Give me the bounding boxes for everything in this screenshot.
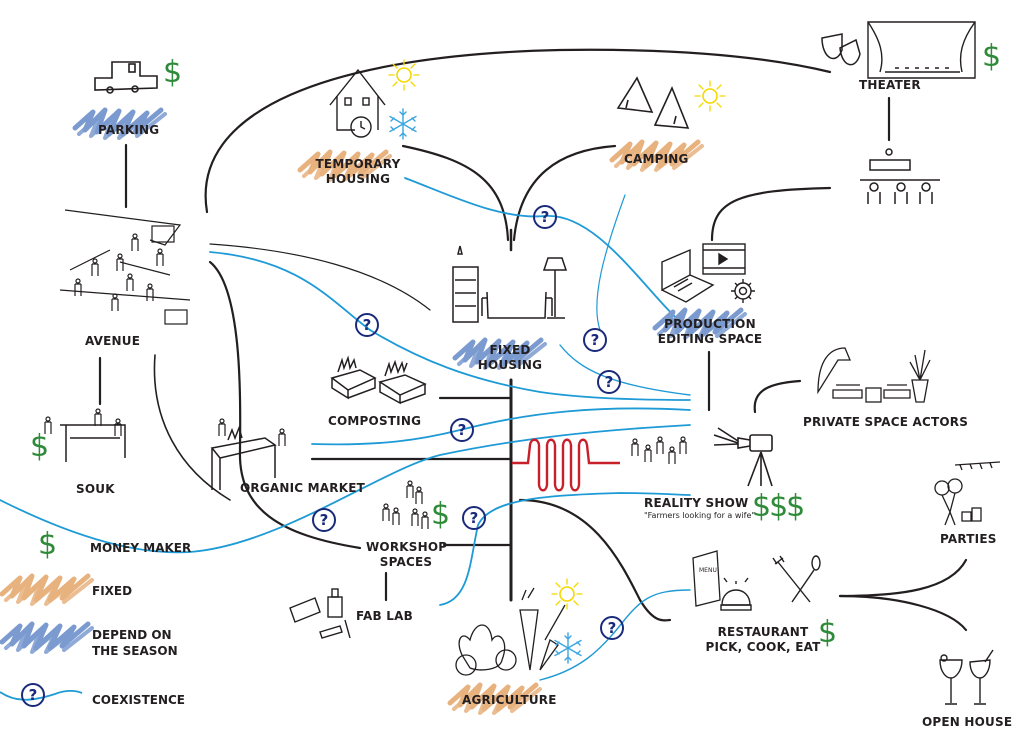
souk-icon (60, 424, 126, 462)
node-restaurant: RESTAURANT PICK, COOK, EAT (704, 625, 822, 655)
node-camping: CAMPING (624, 152, 689, 166)
node-agriculture: AGRICULTURE (462, 693, 557, 707)
legend-coexistence-marker: ? (21, 683, 45, 707)
money-icon: $ (163, 55, 183, 90)
fab-lab-tools-icon (289, 588, 351, 639)
gear-icon (731, 279, 755, 303)
node-label: HOUSING (477, 358, 543, 372)
legend-coexistence-line (0, 689, 83, 701)
audience-icon (860, 148, 940, 204)
sun-icon (694, 80, 726, 112)
film-strip-icon (702, 243, 746, 275)
node-temporary-housing: TEMPORARY HOUSING (312, 157, 404, 187)
arc-avenue-theater (204, 48, 832, 214)
node-label: PRODUCTION (664, 317, 756, 331)
node-label: SPACES (379, 555, 433, 569)
coexistence-marker: ? (583, 328, 607, 352)
legend-season-line1: DEPEND ON (92, 628, 172, 642)
node-label: RESTAURANT (717, 625, 809, 639)
node-open-house: OPEN HOUSE (922, 715, 1013, 729)
node-composting: COMPOSTING (328, 414, 422, 428)
tents-icon (616, 76, 690, 129)
coexistence-marker: ? (597, 370, 621, 394)
curve-camping-trunk (512, 144, 617, 242)
node-theater: THEATER (859, 78, 921, 92)
sun-icon (388, 59, 420, 91)
sun-icon (551, 578, 583, 610)
node-organic-market: ORGANIC MARKET (240, 481, 366, 495)
snowflake-icon (554, 632, 582, 664)
menu-text: MENU (699, 567, 717, 574)
fork-open-house (838, 594, 968, 632)
legend-season: DEPEND ON THE SEASON (92, 627, 178, 659)
legend-fixed: FIXED (92, 584, 133, 598)
money-icon: $ (431, 497, 451, 532)
coexistence-marker: ? (462, 506, 486, 530)
node-souk: SOUK (76, 482, 115, 496)
legend-fixed-scribble (2, 576, 92, 604)
curve-trunk-restaurant (518, 498, 672, 622)
node-label: EDITING SPACE (657, 332, 763, 346)
house-icon (329, 68, 386, 138)
reality-show-subtitle: "Farmers looking for a wife" (644, 511, 756, 520)
curve-actors-camera (753, 379, 802, 414)
coexistence-marker: ? (600, 616, 624, 640)
money-icon: $ (30, 429, 50, 464)
bedroom-icon (817, 347, 931, 403)
node-fixed-housing: FIXED HOUSING (472, 343, 548, 373)
coexistence-marker: ? (533, 205, 557, 229)
curve-avenue-fixed (209, 243, 431, 311)
curve-temp-housing-trunk (401, 144, 510, 242)
node-label: PICK, COOK, EAT (705, 640, 821, 654)
legend-money-icon: $ (38, 527, 58, 562)
coexistence-marker: ? (312, 508, 336, 532)
node-fab-lab: FAB LAB (356, 609, 413, 623)
cloche-icon (720, 577, 752, 611)
coexistence-marker: ? (355, 313, 379, 337)
node-reality-show: REALITY SHOW (644, 496, 749, 510)
cocktail-glasses-icon (939, 649, 994, 705)
avenue-crowd-icon (59, 209, 191, 325)
legend-season-scribble (2, 624, 92, 652)
fork-spoon-icon (772, 555, 821, 603)
compost-boxes-icon (330, 355, 427, 405)
node-label: FIXED (489, 343, 531, 357)
fork-parties (838, 558, 968, 598)
snowflake-icon (389, 108, 417, 140)
legend-coexistence: COEXISTENCE (92, 693, 185, 707)
curve-avenue-workshop (208, 260, 362, 550)
node-avenue: AVENUE (85, 334, 141, 348)
legend-money-maker: MONEY MAKER (90, 541, 192, 555)
curve-production-audience (710, 186, 832, 242)
vegetables-icon (455, 587, 566, 676)
theater-stage-icon (867, 21, 976, 79)
theater-masks-icon (821, 33, 861, 66)
node-workshop-spaces: WORKSHOP SPACES (366, 540, 448, 570)
market-stall-icon (210, 425, 277, 490)
node-label: HOUSING (325, 172, 391, 186)
reality-wave-icon (512, 438, 620, 492)
car-icon (94, 61, 158, 94)
balloons-icon (934, 461, 1001, 526)
laptop-icon (661, 248, 715, 303)
node-production-editing: PRODUCTION EDITING SPACE (655, 317, 765, 347)
coexistence-marker: ? (450, 418, 474, 442)
node-label: TEMPORARY (315, 157, 401, 171)
money-icon: $ (982, 39, 1002, 74)
node-parties: PARTIES (940, 532, 997, 546)
menu-icon (692, 550, 721, 607)
camera-tripod-icon (713, 427, 773, 487)
curve-avenue-souk (153, 354, 231, 501)
node-private-space-actors: PRIVATE SPACE ACTORS (803, 415, 969, 429)
furniture-icon (452, 245, 568, 323)
node-label: WORKSHOP (366, 540, 448, 554)
node-parking: PARKING (98, 123, 160, 137)
money-icon: $ (818, 615, 838, 650)
legend-season-line2: THE SEASON (92, 644, 178, 658)
money-icon-triple: $$$ (752, 489, 805, 524)
connection-lines (98, 48, 968, 632)
